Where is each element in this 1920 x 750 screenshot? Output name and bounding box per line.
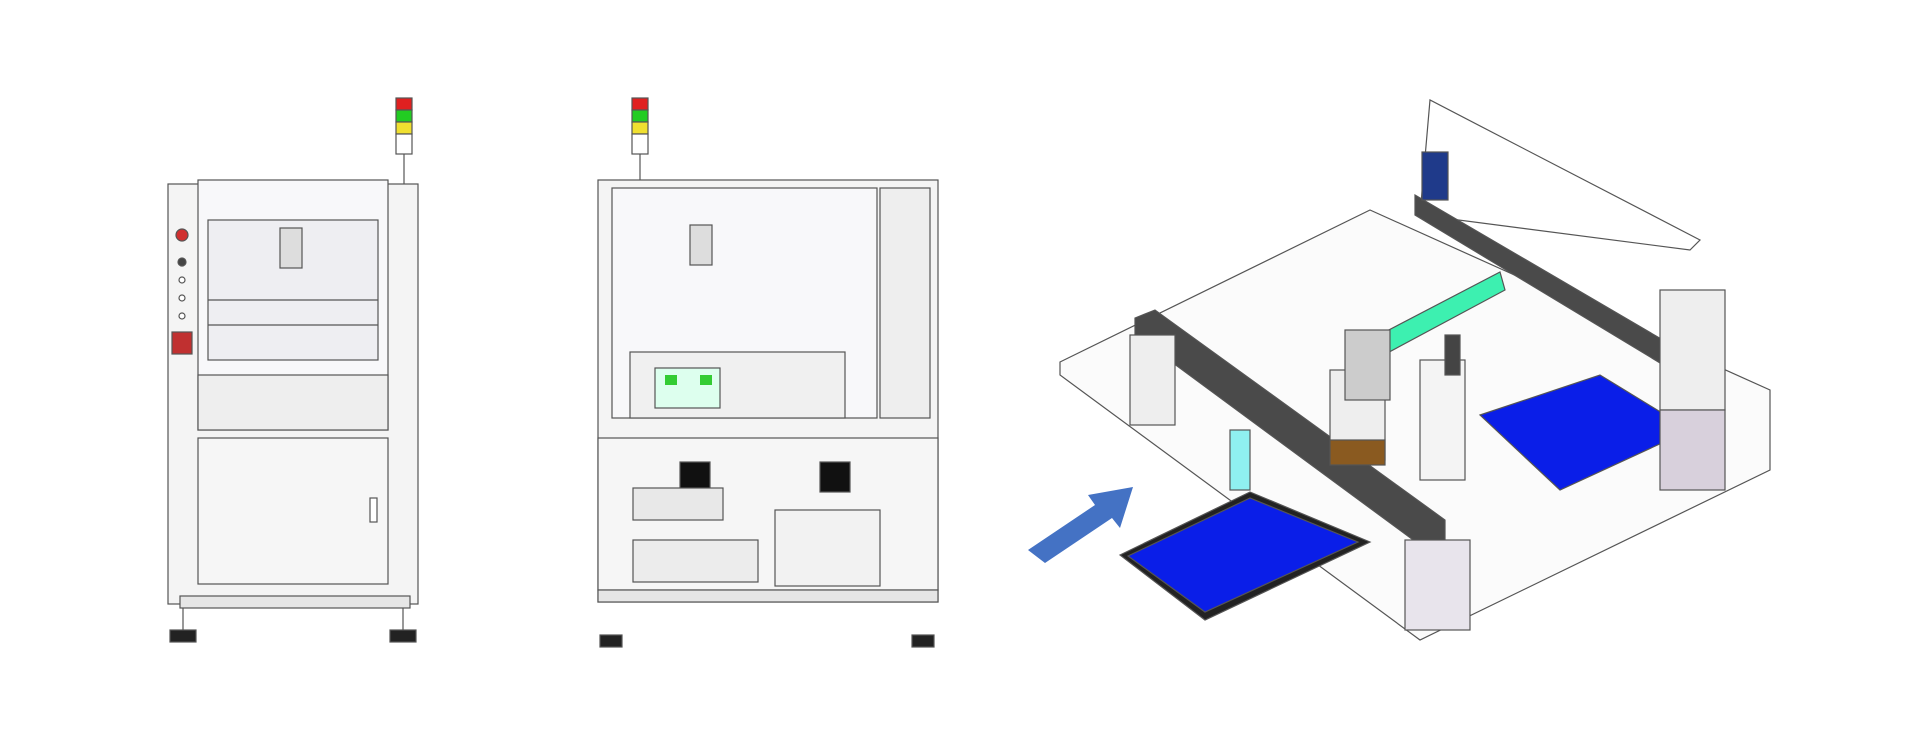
isometric-view <box>1028 99 1771 641</box>
front-foot-left <box>169 629 197 643</box>
cable-chain-reel <box>1344 329 1391 401</box>
right-column-base <box>1659 409 1726 491</box>
side-view <box>597 97 939 648</box>
side-foot-right <box>911 634 935 648</box>
left-column <box>1129 334 1176 426</box>
side-access-panel <box>774 509 881 587</box>
control-button-1[interactable] <box>177 257 187 267</box>
front-display <box>171 331 193 355</box>
front-lower-door <box>197 437 389 585</box>
side-drawer <box>632 539 759 583</box>
ventilation-fan-icon <box>679 461 711 493</box>
front-tray <box>197 374 389 431</box>
control-button-2[interactable] <box>178 276 186 284</box>
rear-blue-bracket <box>1421 151 1449 201</box>
side-green-part-2 <box>700 375 712 385</box>
emergency-stop-button[interactable] <box>175 228 189 242</box>
cable-tray-frame <box>1419 99 1702 251</box>
ventilation-fan-icon-2 <box>819 461 851 493</box>
side-box <box>632 487 724 521</box>
side-base <box>597 589 939 603</box>
feed-direction-arrow-icon <box>1028 487 1133 563</box>
incoming-panel <box>1126 497 1360 613</box>
side-panel <box>879 187 931 419</box>
front-base <box>179 595 411 609</box>
signal-tower-light-icon <box>631 97 649 180</box>
side-nozzle-head <box>689 224 713 266</box>
side-foot-left <box>599 634 623 648</box>
carriage-brown-block <box>1329 439 1386 466</box>
signal-tower-light-icon <box>395 97 413 184</box>
front-column <box>1404 539 1471 631</box>
front-door-handle[interactable] <box>369 497 378 523</box>
right-column <box>1659 289 1726 411</box>
z-axis-head <box>1419 359 1466 481</box>
front-foot-right <box>389 629 417 643</box>
front-view <box>167 97 419 643</box>
side-green-part <box>665 375 677 385</box>
z-motor <box>1444 334 1461 376</box>
control-button-3[interactable] <box>178 294 186 302</box>
side-stage <box>654 367 721 409</box>
front-nozzle-head <box>279 227 303 269</box>
cyan-guide <box>1229 429 1251 491</box>
control-button-4[interactable] <box>178 312 186 320</box>
